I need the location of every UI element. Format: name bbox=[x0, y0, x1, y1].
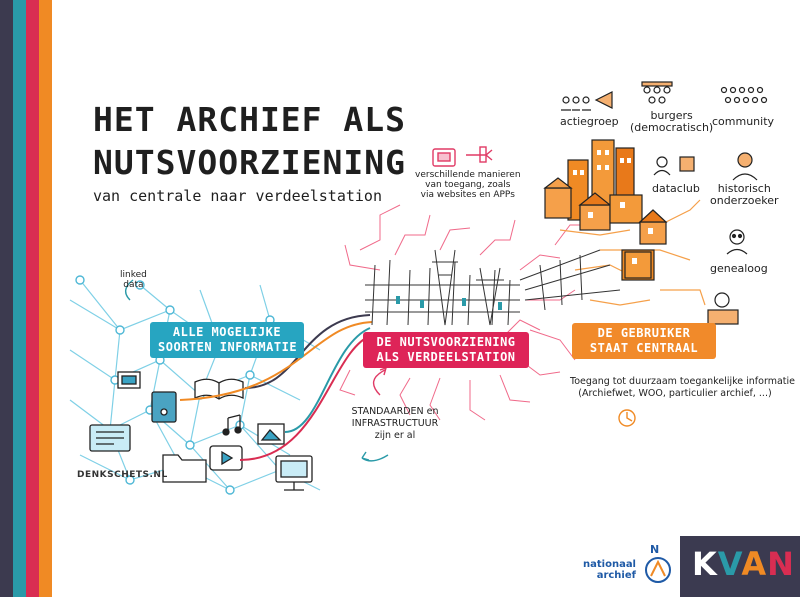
nationaal-archief-logo-text: nationaal archief bbox=[583, 559, 636, 581]
dataclub-icon bbox=[653, 156, 695, 176]
megaphone-icon bbox=[594, 91, 613, 109]
na-logo-icon: N bbox=[645, 543, 671, 583]
music-icon bbox=[222, 414, 242, 436]
stripe-dark bbox=[0, 0, 13, 597]
building-windows bbox=[573, 150, 653, 264]
stripe-red bbox=[26, 0, 39, 597]
label-actiegroep: actiegroep bbox=[560, 115, 619, 128]
genealogist-icon bbox=[726, 229, 748, 255]
crowd-icon bbox=[720, 86, 768, 104]
svg-text:N: N bbox=[650, 543, 659, 556]
standards-arrow-down bbox=[361, 454, 389, 462]
access-note: verschillende manieren van toegang, zoal… bbox=[415, 170, 521, 200]
subtitle: van centrale naar verdeelstation bbox=[93, 187, 382, 205]
label-genealoog: genealoog bbox=[710, 262, 768, 275]
credit-denkschets: DENKSCHETS.NL bbox=[77, 470, 168, 480]
binder-icon bbox=[151, 391, 177, 423]
people-group-icon bbox=[561, 96, 591, 111]
monitor-icon bbox=[275, 455, 313, 491]
substation bbox=[365, 249, 621, 326]
kvan-k: K bbox=[692, 545, 718, 583]
title-line-1: HET ARCHIEF ALS bbox=[93, 100, 407, 139]
label-historisch: historisch onderzoeker bbox=[710, 182, 779, 207]
clock-icon bbox=[618, 409, 636, 427]
banner-information: ALLE MOGELIJKE SOORTEN INFORMATIE bbox=[150, 322, 304, 358]
newspaper-icon bbox=[89, 424, 131, 452]
kvan-logo bbox=[680, 536, 800, 597]
researcher-icon bbox=[732, 152, 758, 181]
banner-utility: DE NUTSVOORZIENING ALS VERDEELSTATION bbox=[363, 332, 529, 368]
kvan-logo-text: KVAN bbox=[692, 545, 795, 583]
stripe-teal bbox=[13, 0, 26, 597]
city-buildings bbox=[543, 139, 668, 281]
arrows bbox=[125, 279, 389, 462]
video-icon bbox=[209, 445, 243, 471]
linked-data-label: linked data bbox=[120, 270, 147, 290]
standaarden-text: STANDAARDEN en INFRASTRUCTUUR zijn er al bbox=[351, 406, 439, 441]
label-dataclub: dataclub bbox=[652, 182, 700, 195]
stripe-orange bbox=[39, 0, 52, 597]
label-community: community bbox=[712, 115, 775, 128]
kvan-v: V bbox=[717, 545, 742, 583]
citizens-icon bbox=[641, 81, 673, 104]
station-accents bbox=[396, 296, 502, 310]
standards-arrow-up bbox=[372, 369, 386, 396]
label-burgers: burgers (democratisch) bbox=[630, 109, 714, 134]
red-circuit-lines bbox=[339, 204, 590, 421]
user-icons bbox=[561, 81, 768, 325]
screen-icon bbox=[117, 371, 141, 389]
kvan-a: A bbox=[741, 545, 768, 583]
toegang-text: Toegang tot duurzaam toegankelijke infor… bbox=[570, 376, 795, 399]
plug-icon bbox=[432, 146, 493, 167]
title-line-2: NUTSVOORZIENING bbox=[93, 143, 407, 182]
folder-icon bbox=[162, 454, 207, 483]
linked-data-arrow bbox=[125, 279, 134, 301]
photo-icon bbox=[257, 423, 285, 445]
kvan-n: N bbox=[767, 545, 795, 583]
book-icon bbox=[194, 378, 244, 400]
banner-user: DE GEBRUIKER STAAT CENTRAAL bbox=[572, 323, 716, 359]
laptop-user-icon bbox=[707, 292, 739, 325]
